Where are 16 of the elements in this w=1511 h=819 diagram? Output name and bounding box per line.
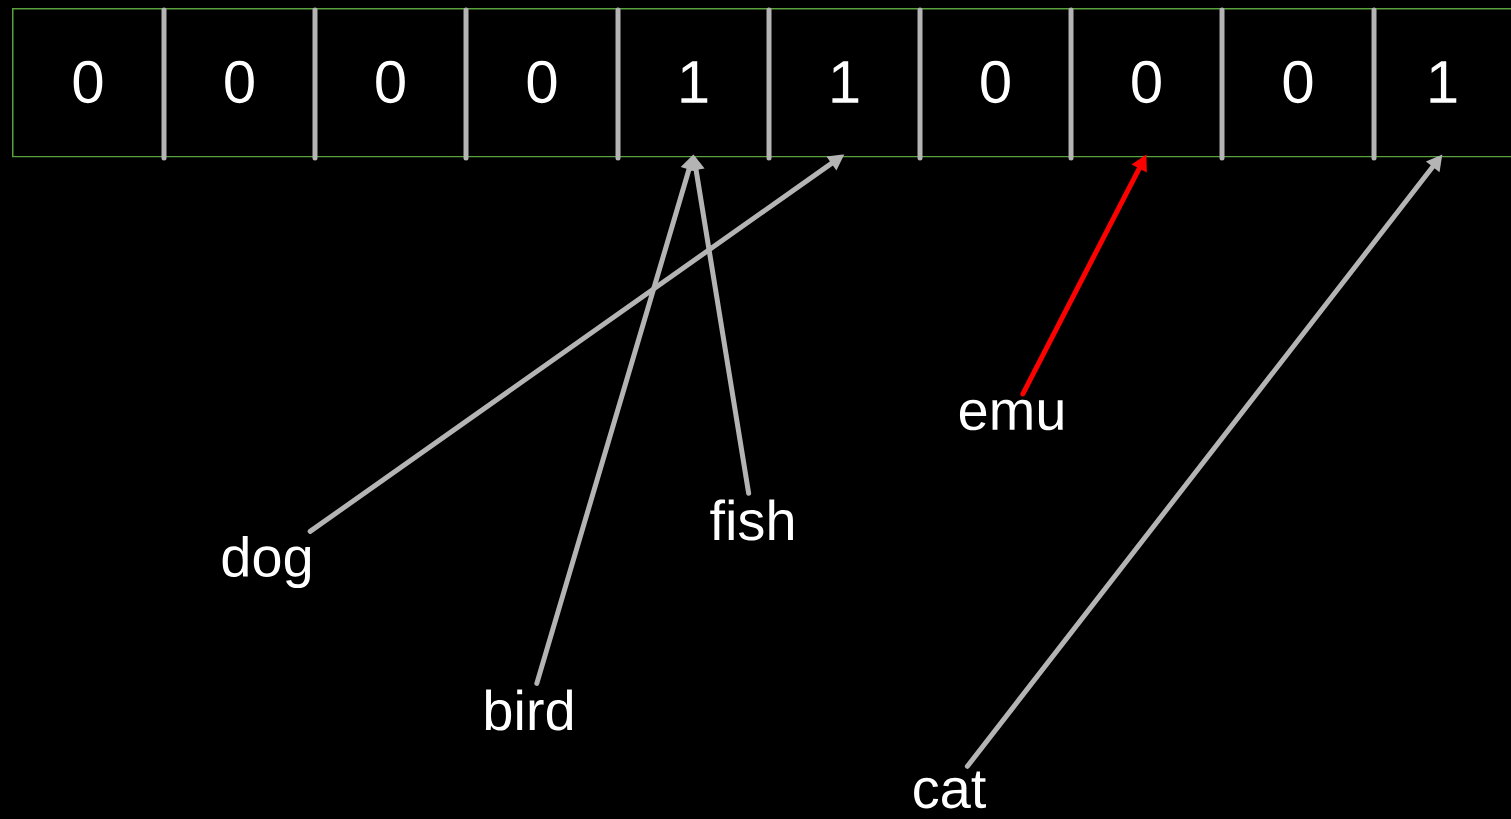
array-cell: 0	[376, 60, 405, 104]
word-label: bird	[485, 689, 573, 731]
array-frame	[12, 8, 1511, 158]
array-cell: 0	[73, 60, 103, 104]
array-cell: 0	[1132, 60, 1161, 104]
array-cell: 0	[981, 60, 1010, 104]
array-cell: 1	[681, 61, 708, 103]
word-label: emu	[959, 399, 1063, 431]
word-label: dog	[222, 535, 311, 589]
array-cell: 0	[527, 60, 557, 104]
array-cell: 0	[1283, 60, 1313, 104]
array-cell: 0	[225, 60, 254, 104]
array-cell: 1	[832, 61, 859, 103]
word-label: cat	[914, 771, 986, 809]
word-label: fish	[710, 499, 793, 541]
array-cell: 1	[1430, 61, 1457, 103]
